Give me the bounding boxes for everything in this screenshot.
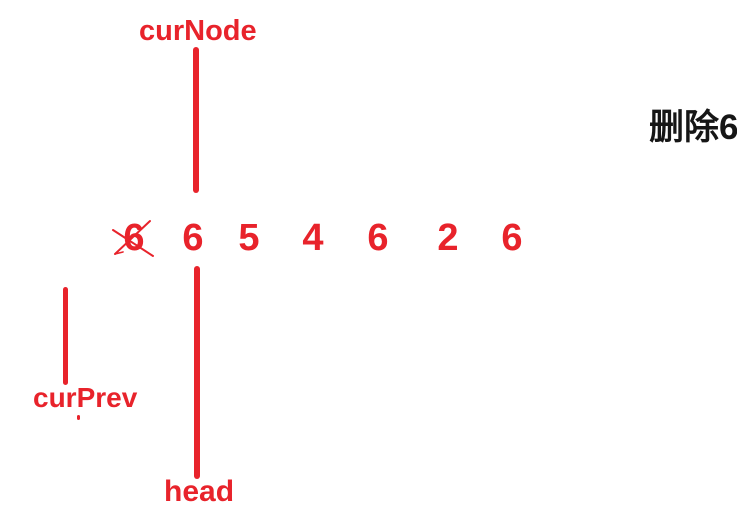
curprev-pointer-line bbox=[63, 287, 68, 385]
list-node-value: 6 bbox=[501, 217, 523, 259]
list-node-value: 2 bbox=[437, 217, 459, 259]
curprev-pointer-label: curPrev bbox=[33, 382, 138, 413]
head-pointer-label: head bbox=[164, 475, 235, 508]
list-node-value: 6 bbox=[182, 217, 204, 259]
list-node-value: 6 bbox=[367, 217, 389, 259]
list-node-value: 5 bbox=[238, 217, 260, 259]
operation-note: 删除6 bbox=[649, 108, 737, 147]
curnode-pointer-label: curNode bbox=[139, 15, 257, 47]
stray-pen-mark bbox=[77, 415, 80, 420]
head-pointer-line bbox=[194, 266, 200, 479]
strikethrough-x-icon bbox=[112, 220, 154, 257]
curnode-pointer-line bbox=[193, 47, 199, 193]
list-node-value: 4 bbox=[302, 217, 324, 259]
